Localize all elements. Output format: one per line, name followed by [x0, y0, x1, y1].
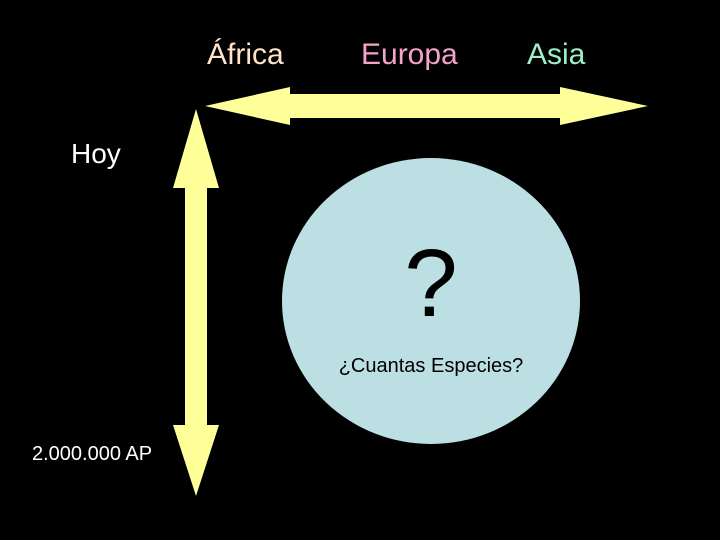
geography-double-arrow [205, 87, 648, 125]
region-label-asia: Asia [527, 38, 586, 71]
time-double-arrow [173, 109, 219, 496]
time-label-today: Hoy [71, 138, 121, 169]
region-label-europa: Europa [361, 38, 458, 71]
species-question-circle: ? ¿Cuantas Especies? [282, 158, 580, 444]
region-label-africa: África [207, 38, 284, 71]
question-mark: ? [404, 230, 458, 337]
species-question-caption: ¿Cuantas Especies? [338, 355, 524, 377]
time-label-past: 2.000.000 AP [32, 443, 153, 465]
